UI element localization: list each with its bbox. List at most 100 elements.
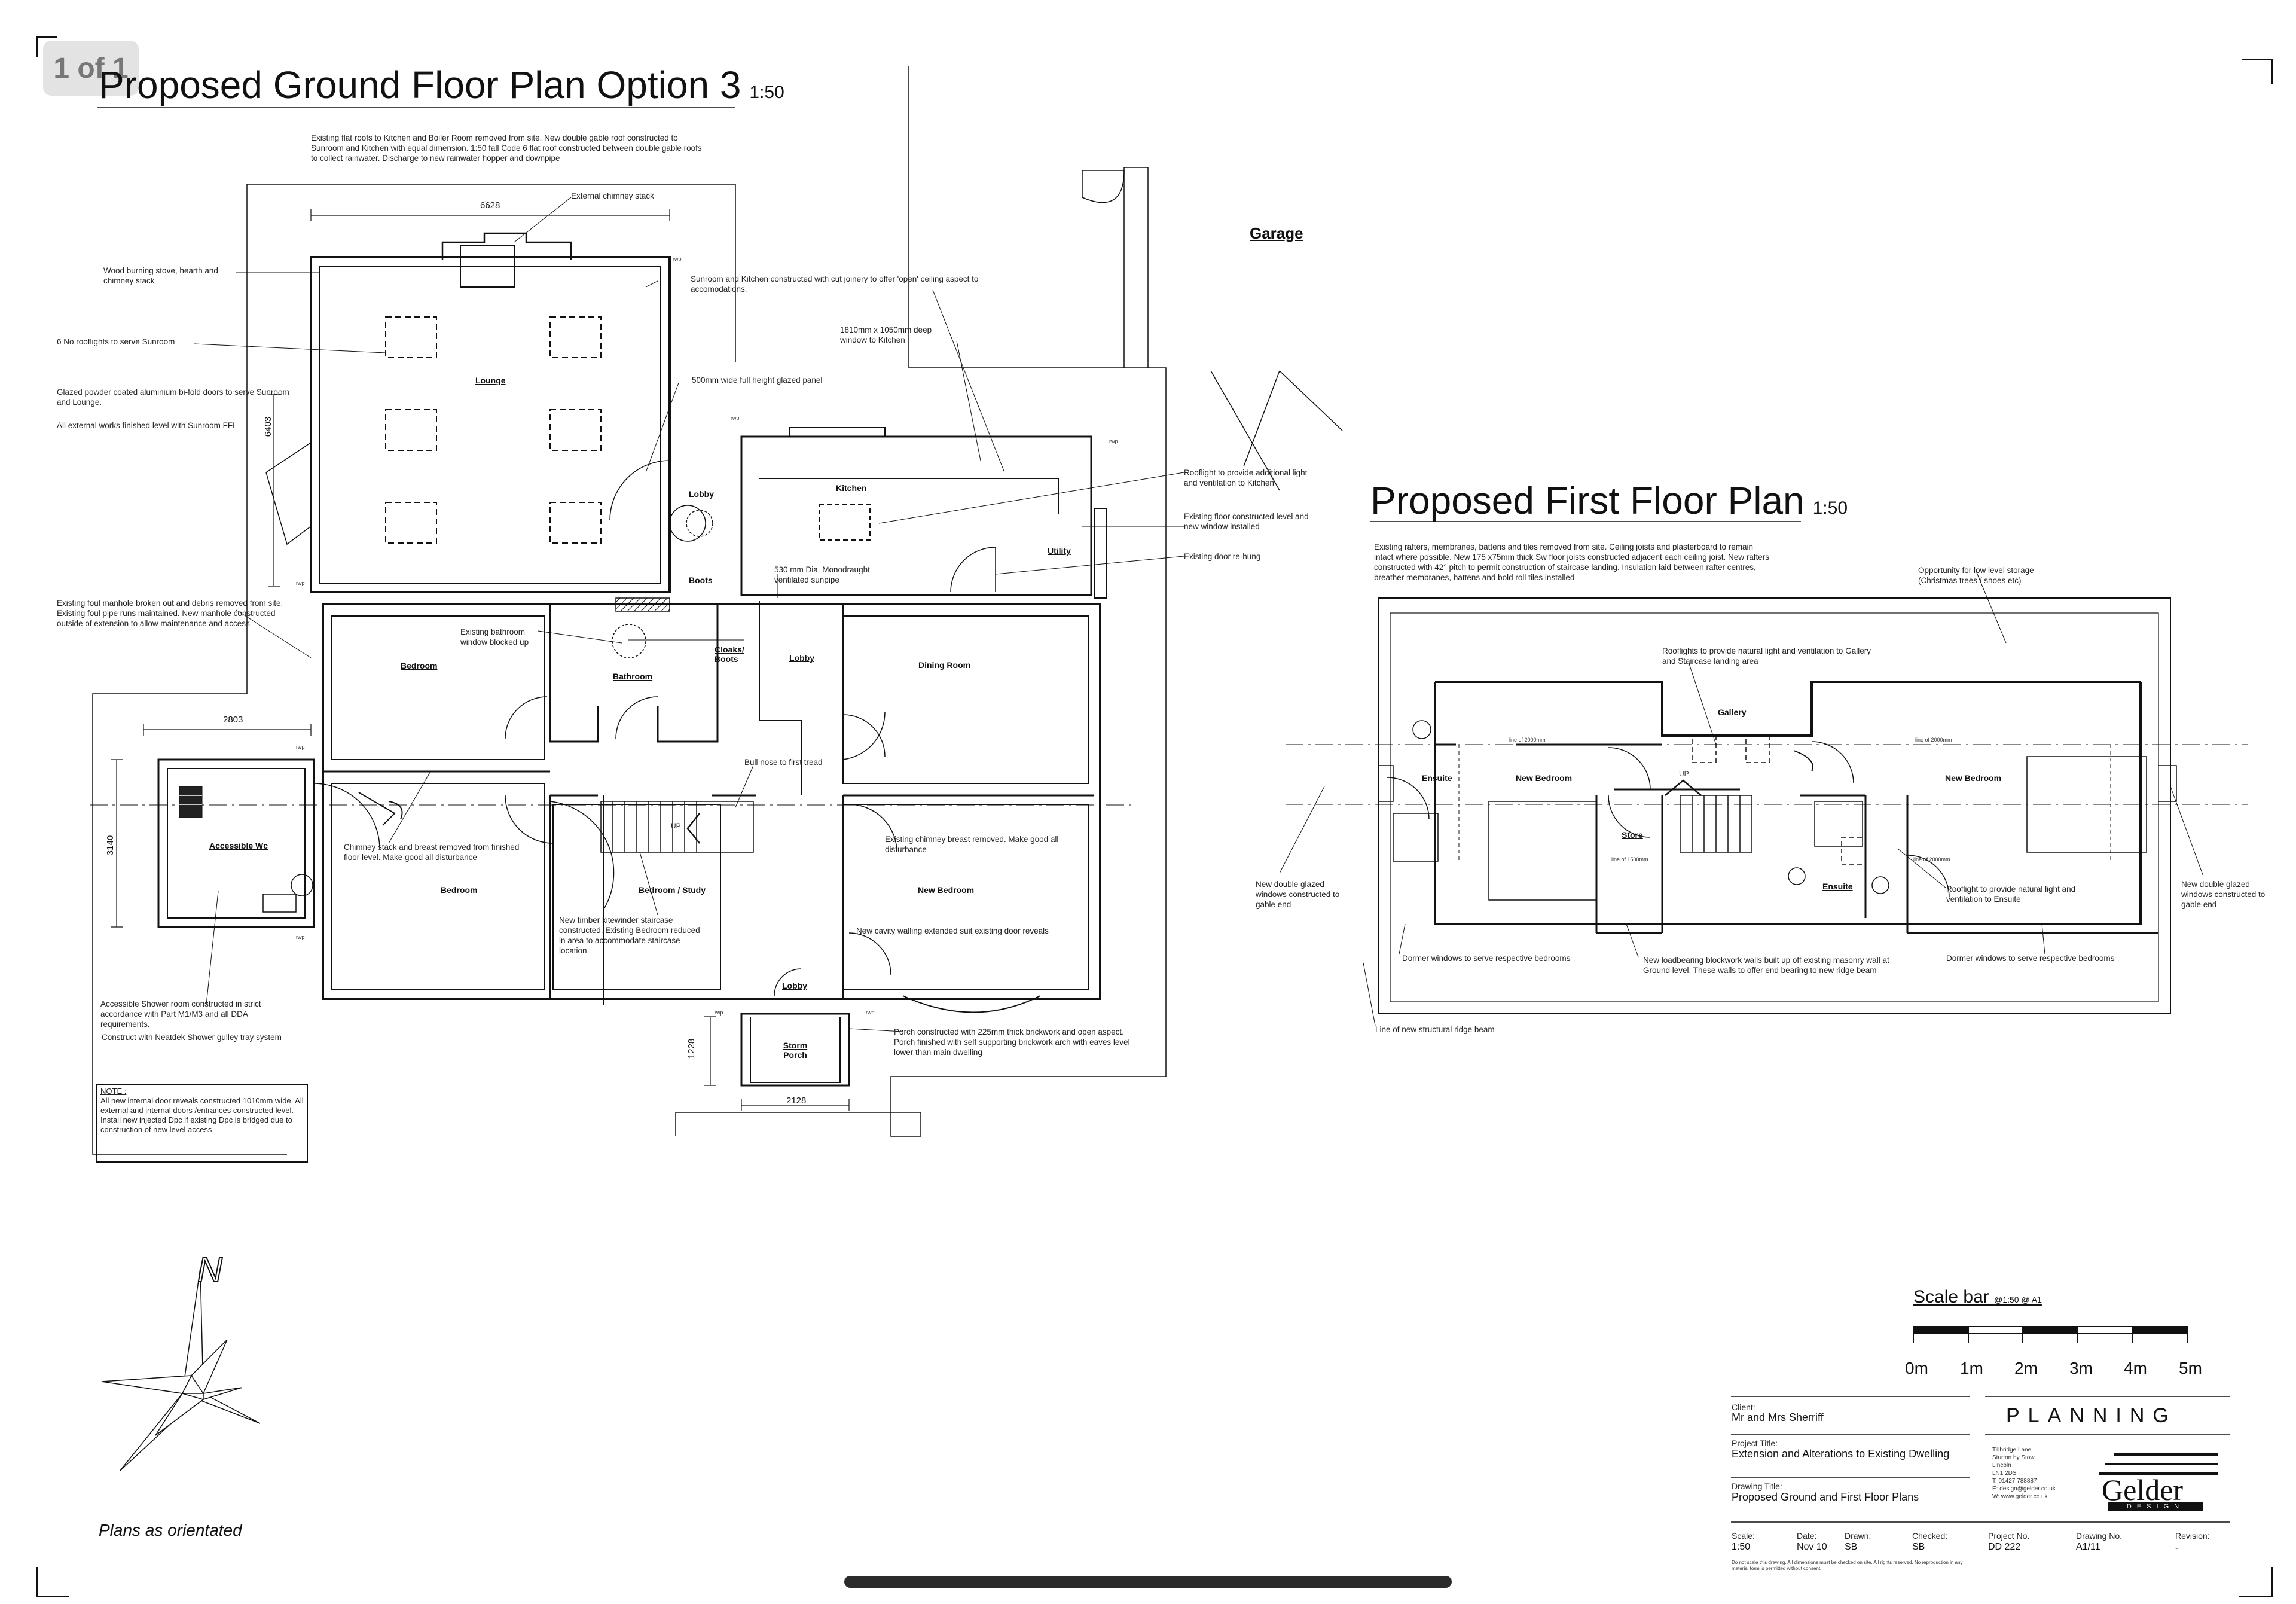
tb-stage: PLANNING bbox=[2006, 1404, 2177, 1427]
ff-line-label-1: line of 2000mm bbox=[1509, 737, 1546, 743]
tb-drawn-value: SB bbox=[1845, 1542, 1858, 1552]
room-new-bedroom-east-label: New Bedroom bbox=[1945, 773, 2002, 783]
room-store: Store bbox=[1622, 830, 1643, 840]
note-neatdek: Construct with Neatdek Shower gulley tra… bbox=[102, 1033, 282, 1042]
note-chimney-removed: Chimney stack and breast removed from fi… bbox=[344, 843, 520, 862]
note-rooflight-ensuite: Rooflight to provide natural light and v… bbox=[1946, 885, 2076, 904]
tb-checked-value: SB bbox=[1912, 1542, 1925, 1552]
rwp-label-6: rwp bbox=[296, 934, 305, 940]
home-indicator[interactable] bbox=[844, 1576, 1452, 1588]
tb-scale-label: Scale: bbox=[1732, 1531, 1755, 1541]
note-dormer-east: Dormer windows to serve respective bedro… bbox=[1946, 954, 2115, 963]
note-external-works: All external works finished level with S… bbox=[57, 421, 237, 430]
tb-address: Tillbridge Lane Sturton by Stow Lincoln … bbox=[1992, 1447, 2056, 1500]
room-lobby-north: Lobby bbox=[689, 489, 714, 499]
tb-project-no-value: DD 222 bbox=[1988, 1542, 2021, 1552]
page-indicator: 1 of 1 bbox=[43, 41, 139, 96]
note-storage: Opportunity for low level storage (Chris… bbox=[1918, 566, 2034, 585]
ground-floor-scale: 1:50 bbox=[749, 83, 784, 102]
ff-line-label-4: line of 2000mm bbox=[1913, 856, 1950, 862]
room-utility: Utility bbox=[1048, 546, 1071, 556]
room-boots: Boots bbox=[689, 575, 713, 585]
room-ensuite-centre: Ensuite bbox=[1822, 882, 1853, 891]
first-floor-title: Proposed First Floor Plan 1:50 bbox=[1370, 478, 1848, 523]
note-stove: Wood burning stove, hearth and chimney s… bbox=[103, 266, 218, 285]
ground-floor-title-text: Proposed Ground Floor Plan Option 3 bbox=[99, 63, 741, 106]
note-floor-kitchen: Existing floor constructed level and new… bbox=[1184, 512, 1309, 531]
note-box: NOTE : All new internal door reveals con… bbox=[100, 1087, 307, 1135]
note-rooflights-gallery: Rooflights to provide natural light and … bbox=[1662, 647, 1871, 666]
first-floor-scale: 1:50 bbox=[1812, 498, 1848, 518]
note-chimney: External chimney stack bbox=[571, 191, 654, 200]
tb-client: Mr and Mrs Sherriff bbox=[1732, 1411, 1824, 1423]
note-door-rehung: Existing door re-hung bbox=[1184, 552, 1261, 561]
note-ridge: Line of new structural ridge beam bbox=[1375, 1025, 1495, 1034]
rwp-label-4: rwp bbox=[296, 580, 305, 586]
dim-wc-width: 2803 bbox=[223, 715, 243, 725]
note-window-kitchen: 1810mm x 1050mm deep window to Kitchen bbox=[840, 325, 932, 344]
tb-drawing-no-value: A1/11 bbox=[2076, 1542, 2100, 1552]
note-rooflight-kitchen: Rooflight to provide additional light an… bbox=[1184, 468, 1308, 487]
note-rafters: Existing rafters, membranes, battens and… bbox=[1374, 542, 1770, 582]
tb-drawn-label: Drawn: bbox=[1845, 1531, 1871, 1541]
room-bathroom: Bathroom bbox=[613, 672, 653, 681]
tb-drawing: Proposed Ground and First Floor Plans bbox=[1732, 1491, 1919, 1503]
note-sunpipe: 530 mm Dia. Monodraught ventilated sunpi… bbox=[774, 565, 870, 584]
note-rooflights: 6 No rooflights to serve Sunroom bbox=[57, 337, 175, 346]
room-storm-porch: Storm Porch bbox=[783, 1041, 808, 1060]
gelder-logo-sub: DESIGN bbox=[2108, 1502, 2203, 1511]
tb-project: Extension and Alterations to Existing Dw… bbox=[1732, 1448, 1950, 1460]
note-cavity-walling: New cavity walling extended suit existin… bbox=[856, 926, 1049, 935]
tb-disclaimer: Do not scale this drawing. All dimension… bbox=[1732, 1560, 1963, 1571]
tb-revision-value: - bbox=[2175, 1543, 2179, 1553]
dim-lounge-depth: 6403 bbox=[263, 416, 274, 437]
north-letter: N bbox=[197, 1250, 223, 1290]
tb-project-no-label: Project No. bbox=[1988, 1531, 2030, 1541]
scale-bar-title: Scale bar @1:50 @ A1 bbox=[1913, 1287, 2042, 1307]
note-shower-room: Accessible Shower room constructed in st… bbox=[100, 999, 261, 1029]
tb-scale-value: 1:50 bbox=[1732, 1542, 1751, 1552]
scale-tick-4: 4m bbox=[2124, 1359, 2147, 1377]
note-glazed-panel: 500mm wide full height glazed panel bbox=[692, 376, 823, 385]
note-box-body: All new internal door reveals constructe… bbox=[100, 1096, 304, 1134]
scale-tick-0: 0m bbox=[1905, 1359, 1928, 1377]
tb-revision-label: Revision: bbox=[2175, 1531, 2210, 1541]
note-flat-roofs: Existing flat roofs to Kitchen and Boile… bbox=[311, 133, 702, 163]
ff-stair-up-label: UP bbox=[1679, 770, 1689, 778]
north-caption: Plans as orientated bbox=[99, 1521, 242, 1539]
scale-tick-3: 3m bbox=[2069, 1359, 2093, 1377]
room-lobby-south: Lobby bbox=[782, 981, 807, 990]
rwp-label-5: rwp bbox=[296, 744, 305, 750]
scale-tick-2: 2m bbox=[2014, 1359, 2038, 1377]
note-loadbearing: New loadbearing blockwork walls built up… bbox=[1643, 956, 1889, 975]
room-bedroom-west: Bedroom bbox=[401, 661, 438, 670]
first-floor-title-text: Proposed First Floor Plan bbox=[1370, 479, 1805, 522]
dim-porch-depth: 1228 bbox=[686, 1038, 697, 1059]
scale-tick-1: 1m bbox=[1960, 1359, 1983, 1377]
note-chimney-existing: Existing chimney breast removed. Make go… bbox=[885, 835, 1059, 854]
rwp-label-7: rwp bbox=[715, 1010, 723, 1016]
dim-lounge-width: 6628 bbox=[480, 200, 500, 211]
room-gallery: Gallery bbox=[1718, 708, 1747, 717]
note-bifold: Glazed powder coated aluminium bi-fold d… bbox=[57, 388, 289, 407]
note-glazed-east: New double glazed windows constructed to… bbox=[2181, 880, 2266, 909]
room-accessible-wc: Accessible Wc bbox=[209, 841, 268, 850]
tb-date-label: Date: bbox=[1797, 1531, 1817, 1541]
note-porch: Porch constructed with 225mm thick brick… bbox=[894, 1027, 1130, 1057]
room-new-bedroom: New Bedroom bbox=[918, 885, 975, 895]
stair-up-label: UP bbox=[671, 822, 681, 830]
room-new-bedroom-west: New Bedroom bbox=[1516, 773, 1573, 783]
gelder-logo: Gelder bbox=[2102, 1473, 2184, 1507]
tb-client-label: Client: bbox=[1732, 1402, 1755, 1412]
note-sunroom-joinery: Sunroom and Kitchen constructed with cut… bbox=[691, 275, 979, 294]
dim-porch-width: 2128 bbox=[786, 1096, 807, 1106]
note-staircase: New timber kitewinder staircase construc… bbox=[559, 916, 700, 955]
ff-line-label-2: line of 2000mm bbox=[1915, 737, 1952, 743]
dim-wc-depth: 3140 bbox=[105, 835, 116, 856]
note-bull-nose: Bull nose to first tread bbox=[744, 758, 823, 767]
tb-project-label: Project Title: bbox=[1732, 1438, 1778, 1448]
scale-bar-title-text: Scale bar bbox=[1913, 1287, 1989, 1307]
scale-bar-subtitle: @1:50 @ A1 bbox=[1994, 1295, 2042, 1304]
tb-date-value: Nov 10 bbox=[1797, 1542, 1827, 1552]
